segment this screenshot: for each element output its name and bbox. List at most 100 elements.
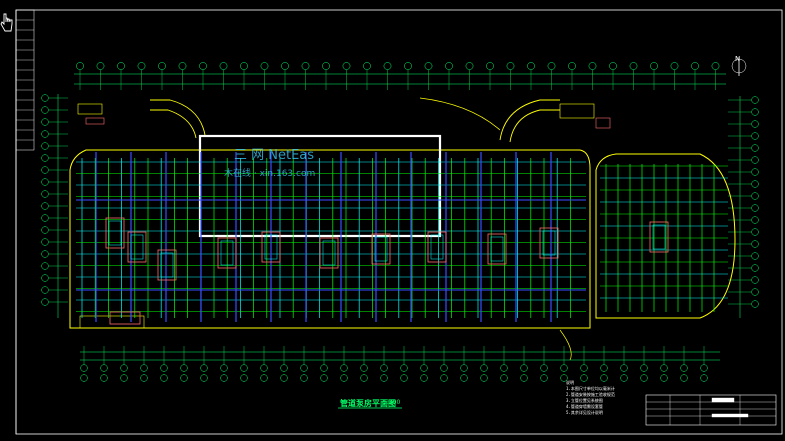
watermark-line1: 三 网 NetEas bbox=[234, 148, 315, 163]
axis-bubble bbox=[751, 288, 759, 296]
axis-bubble bbox=[600, 374, 608, 382]
axis-bubble bbox=[568, 62, 576, 70]
building-walls bbox=[69, 97, 736, 361]
axis-bubble bbox=[680, 374, 688, 382]
axis-bubble bbox=[160, 374, 168, 382]
axis-bubble bbox=[260, 62, 269, 70]
axis-bubble bbox=[260, 364, 268, 372]
axis-bubble bbox=[540, 374, 548, 382]
pump-room bbox=[127, 231, 147, 263]
axis-bubble bbox=[640, 374, 648, 382]
axis-bubble bbox=[383, 62, 392, 70]
axis-bubble bbox=[527, 62, 535, 70]
axis-bubble bbox=[180, 374, 188, 382]
axis-bubble bbox=[178, 62, 187, 70]
axis-bubble bbox=[260, 374, 268, 382]
title-block-fill bbox=[711, 413, 749, 418]
axis-bubble bbox=[41, 286, 49, 294]
axis-bubble bbox=[140, 364, 148, 372]
pump-room-inner bbox=[322, 240, 336, 266]
site-curve bbox=[559, 329, 572, 361]
axis-bubble bbox=[220, 364, 228, 372]
axis-bubble bbox=[547, 62, 556, 70]
axis-bubble bbox=[300, 374, 308, 382]
axis-bubble bbox=[751, 264, 759, 272]
axis-bubble bbox=[620, 364, 628, 372]
axis-bubble bbox=[691, 62, 699, 70]
title-block-frame bbox=[645, 394, 777, 426]
drawing-scale: 1:100 bbox=[383, 399, 401, 406]
axis-bubble bbox=[240, 62, 248, 70]
axis-bubble bbox=[460, 374, 468, 382]
axis-bubble bbox=[751, 144, 759, 152]
axis-bubble bbox=[100, 374, 108, 382]
axis-bubble bbox=[445, 62, 453, 70]
pump-room-inner bbox=[130, 234, 144, 260]
courtyard-outline bbox=[198, 134, 442, 238]
axis-bubble bbox=[711, 62, 720, 70]
axis-bubble bbox=[380, 374, 388, 382]
axis-bubble bbox=[41, 274, 49, 282]
pump-room bbox=[157, 249, 177, 281]
axis-bubble bbox=[640, 364, 648, 372]
axis-bubble bbox=[41, 166, 49, 174]
title-block bbox=[338, 394, 777, 426]
note-line: 4.管道穿墙需设套管 bbox=[566, 404, 603, 409]
axis-bubble bbox=[424, 62, 433, 70]
pump-room-inner bbox=[374, 236, 388, 262]
ramp-mid-curve bbox=[419, 97, 501, 131]
pump-room bbox=[427, 231, 447, 263]
pump-room-inner bbox=[652, 224, 666, 250]
ramp-west-curve bbox=[150, 109, 197, 139]
axis-bubble bbox=[380, 364, 388, 372]
pump-room bbox=[105, 217, 125, 249]
pump-room-inner bbox=[490, 236, 504, 262]
axis-bubble bbox=[320, 374, 328, 382]
notes-block: 说明 1.本图尺寸单位均以毫米计 2.管道安装按施工验收规范 3.立管位置见系统… bbox=[566, 380, 646, 416]
axis-bubble bbox=[751, 120, 759, 128]
axis-grid bbox=[41, 62, 759, 382]
axis-bubble bbox=[199, 62, 207, 70]
axis-bubble bbox=[560, 364, 568, 372]
axis-bubble bbox=[650, 62, 658, 70]
axis-bubble bbox=[400, 364, 408, 372]
axis-bubble bbox=[520, 364, 528, 372]
axis-bubble bbox=[41, 298, 49, 306]
axis-bubble bbox=[440, 374, 448, 382]
axis-bubble bbox=[41, 106, 49, 114]
pump-room-inner bbox=[430, 234, 444, 260]
axis-bubble bbox=[240, 364, 248, 372]
pump-room bbox=[261, 231, 281, 263]
east-building-outline bbox=[595, 153, 736, 319]
axis-bubble bbox=[404, 62, 412, 70]
axis-bubble bbox=[460, 364, 468, 372]
axis-bubble bbox=[158, 62, 166, 70]
axis-bubble bbox=[700, 374, 708, 382]
axis-bubble bbox=[41, 214, 49, 222]
axis-bubble bbox=[751, 96, 759, 104]
axis-bubble bbox=[180, 364, 188, 372]
axis-bubble bbox=[751, 300, 759, 308]
axis-bubble bbox=[465, 62, 474, 70]
axis-bubble bbox=[340, 374, 348, 382]
axis-bubble bbox=[281, 62, 289, 70]
axis-bubble bbox=[41, 238, 49, 246]
pump-room bbox=[539, 227, 559, 259]
axis-bubble bbox=[41, 226, 49, 234]
axis-bubble bbox=[600, 364, 608, 372]
stair-box bbox=[77, 103, 103, 115]
axis-bubble bbox=[660, 364, 668, 372]
drawing-title: 管道泵房平面图 bbox=[340, 399, 396, 408]
axis-bubble bbox=[480, 364, 488, 372]
stair-equipment bbox=[85, 117, 105, 125]
axis-bubble bbox=[751, 192, 759, 200]
axis-bubble bbox=[751, 180, 759, 188]
pump-room bbox=[319, 237, 339, 269]
axis-bubble bbox=[340, 364, 348, 372]
axis-bubble bbox=[76, 62, 84, 70]
note-line: 5.其余详见设计说明 bbox=[566, 410, 603, 415]
axis-bubble bbox=[219, 62, 228, 70]
pump-room-inner bbox=[264, 234, 278, 260]
